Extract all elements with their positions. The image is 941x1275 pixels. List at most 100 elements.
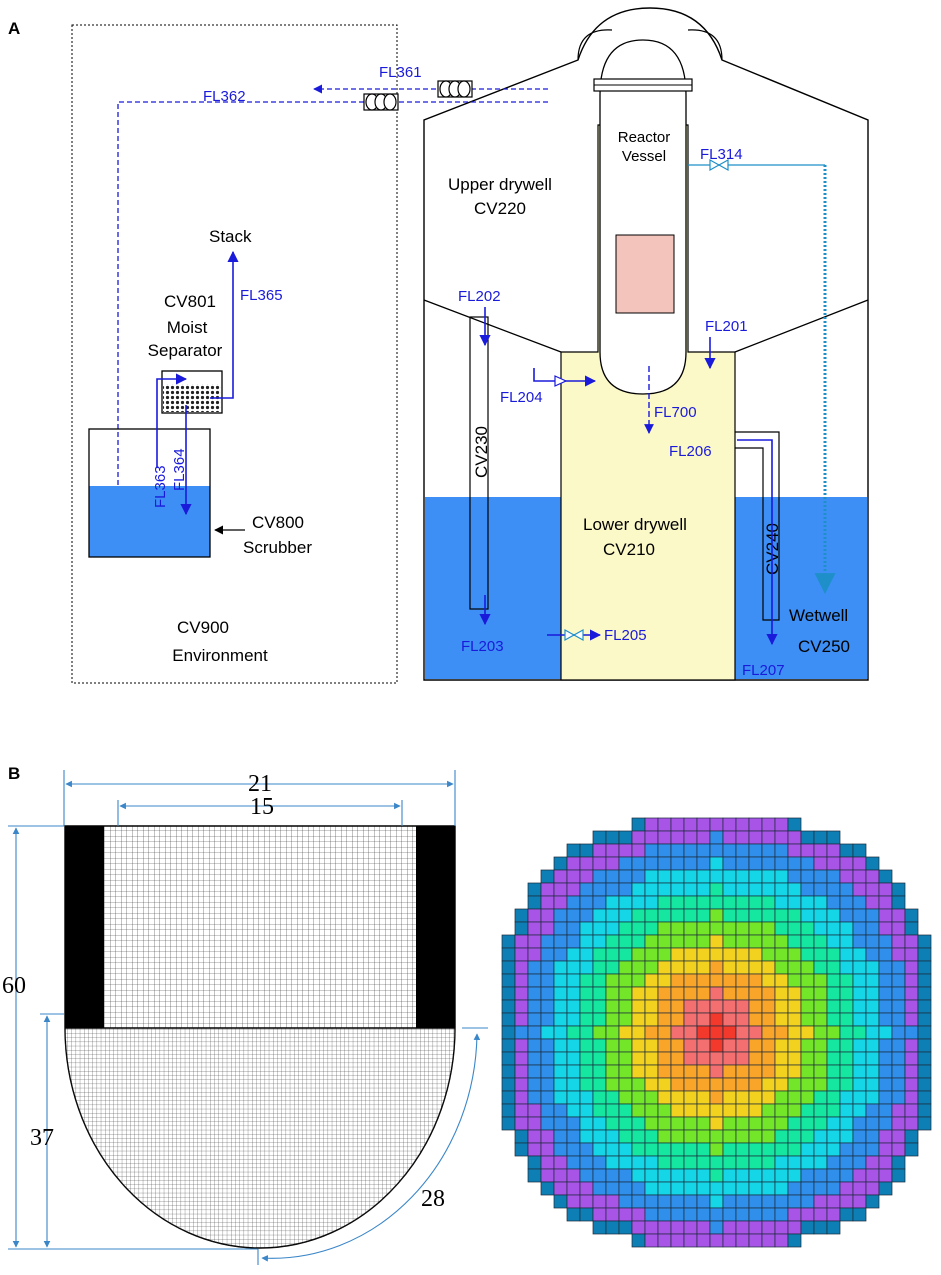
core-cell	[540, 1116, 555, 1131]
core-cell	[579, 947, 594, 962]
core-cell	[917, 986, 932, 1001]
core-cell	[514, 1077, 529, 1092]
core-cell	[631, 947, 646, 962]
core-cell	[501, 1038, 516, 1053]
core-cell	[735, 856, 750, 871]
core-cell	[579, 895, 594, 910]
core-cell	[826, 1194, 841, 1209]
dim-height-total: 60	[2, 973, 26, 999]
core-cell	[605, 1051, 620, 1066]
core-cell	[917, 1051, 932, 1066]
core-cell	[696, 895, 711, 910]
core-cell	[618, 1012, 633, 1027]
core-cell	[709, 830, 724, 845]
core-cell	[631, 895, 646, 910]
core-cell	[670, 1220, 685, 1235]
core-cell	[644, 1233, 659, 1248]
core-cell	[657, 1051, 672, 1066]
core-cell	[540, 869, 555, 884]
core-cell	[618, 843, 633, 858]
core-cell	[813, 1025, 828, 1040]
core-cell	[592, 1025, 607, 1040]
core-cell	[618, 960, 633, 975]
core-cell	[657, 1181, 672, 1196]
core-cell	[696, 1064, 711, 1079]
core-cell	[852, 1168, 867, 1183]
core-cell	[696, 1103, 711, 1118]
core-cell	[514, 947, 529, 962]
core-cell	[748, 1181, 763, 1196]
core-cell	[631, 908, 646, 923]
core-cell	[527, 1103, 542, 1118]
core-cell	[527, 908, 542, 923]
core-cell	[527, 1051, 542, 1066]
core-cell	[813, 869, 828, 884]
core-cell	[787, 1012, 802, 1027]
core-cell	[839, 1051, 854, 1066]
core-cell	[605, 869, 620, 884]
core-cell	[670, 1103, 685, 1118]
core-cell	[566, 934, 581, 949]
core-cell	[709, 869, 724, 884]
core-cell	[618, 856, 633, 871]
core-cell	[904, 1129, 919, 1144]
core-cell	[683, 1129, 698, 1144]
core-cell	[683, 999, 698, 1014]
core-cell	[878, 947, 893, 962]
core-cell	[761, 856, 776, 871]
core-cell	[813, 1181, 828, 1196]
core-cell	[644, 882, 659, 897]
core-cell	[800, 973, 815, 988]
core-cell	[501, 960, 516, 975]
core-cell	[540, 999, 555, 1014]
core-cell	[592, 882, 607, 897]
core-cell	[813, 1155, 828, 1170]
core-cell	[826, 947, 841, 962]
core-cell	[657, 895, 672, 910]
core-cell	[644, 986, 659, 1001]
core-cell	[787, 830, 802, 845]
core-cell	[501, 1090, 516, 1105]
core-cell	[670, 1142, 685, 1157]
core-cell	[709, 1207, 724, 1222]
core-cell	[735, 999, 750, 1014]
core-cell	[566, 1129, 581, 1144]
core-cell	[722, 1142, 737, 1157]
core-cell	[644, 1103, 659, 1118]
core-cell	[904, 1038, 919, 1053]
core-cell	[787, 1220, 802, 1235]
core-cell	[540, 986, 555, 1001]
core-cell	[657, 1025, 672, 1040]
core-cell	[813, 947, 828, 962]
core-cell	[748, 1116, 763, 1131]
core-cell	[722, 999, 737, 1014]
core-cell	[761, 1220, 776, 1235]
core-cell	[644, 934, 659, 949]
core-cell	[722, 960, 737, 975]
core-cell	[787, 1051, 802, 1066]
core-cell	[826, 1090, 841, 1105]
core-cell	[696, 1220, 711, 1235]
dim-width-outer: 21	[248, 771, 272, 797]
core-cell	[592, 1038, 607, 1053]
fl207-label: FL207	[742, 662, 785, 679]
core-cell	[722, 856, 737, 871]
core-cell	[865, 1181, 880, 1196]
core-cell	[761, 973, 776, 988]
core-cell	[787, 1077, 802, 1092]
core-cell	[696, 1233, 711, 1248]
core-cell	[826, 999, 841, 1014]
core-cell	[839, 1168, 854, 1183]
fl204-arrow	[533, 368, 597, 387]
core-cell	[891, 986, 906, 1001]
core-cell	[631, 1168, 646, 1183]
core-cell	[826, 830, 841, 845]
core-cell	[839, 1142, 854, 1157]
core-cell	[865, 908, 880, 923]
core-cell	[891, 1142, 906, 1157]
core-cell	[826, 921, 841, 936]
reactor-vessel	[599, 39, 687, 395]
core-cell	[891, 999, 906, 1014]
fl365-arrow	[210, 250, 239, 399]
core-cell	[865, 1142, 880, 1157]
